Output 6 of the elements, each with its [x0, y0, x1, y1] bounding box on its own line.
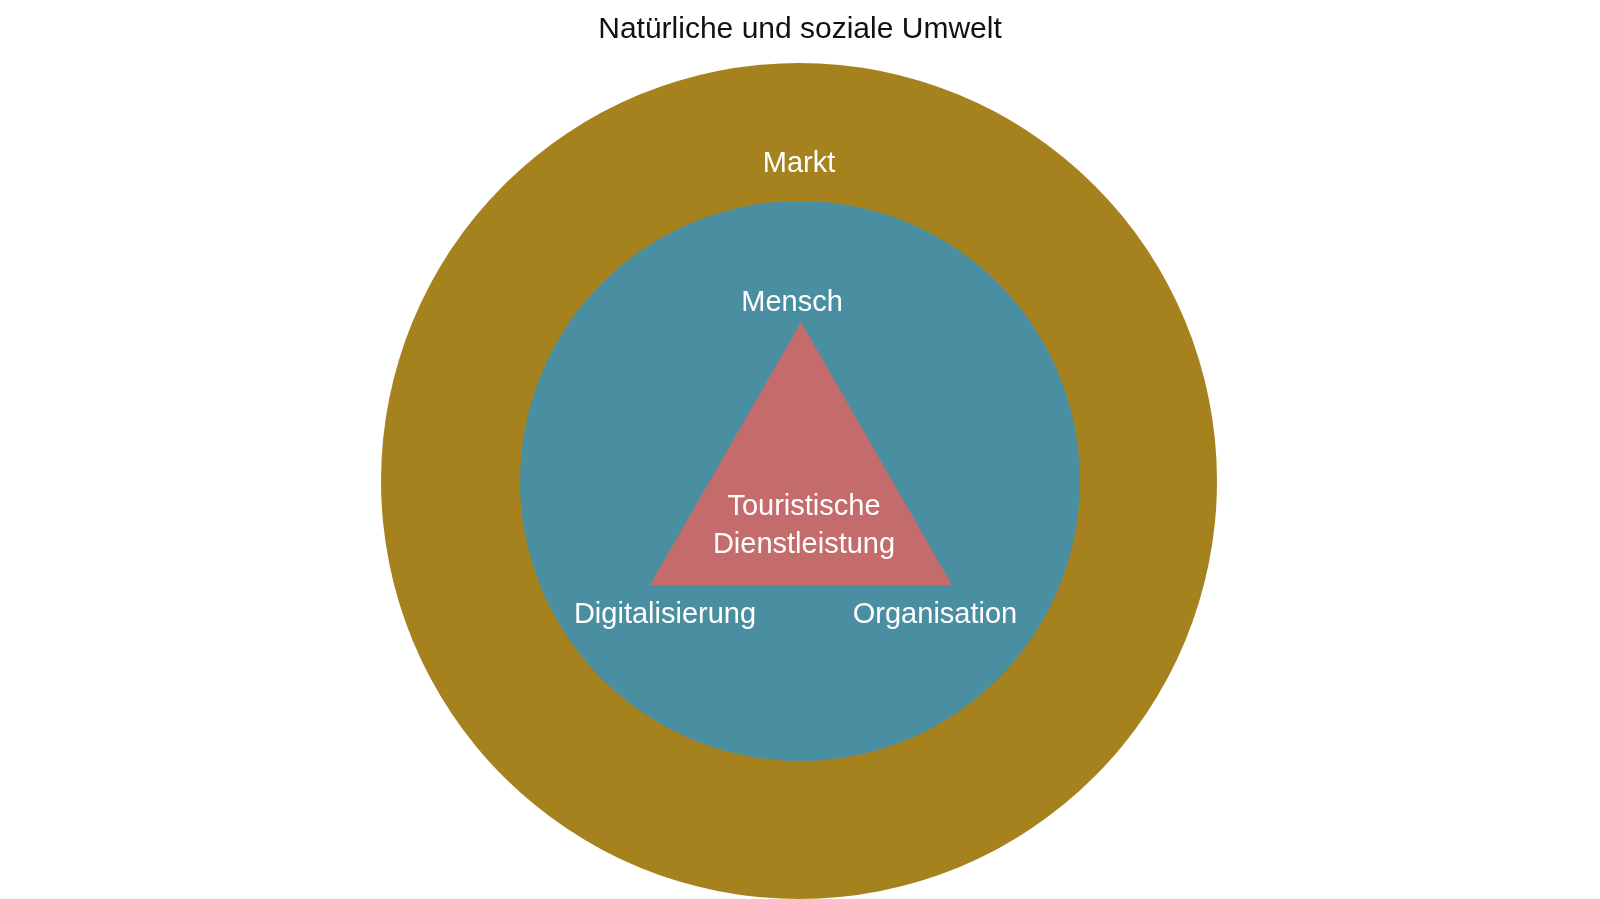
vertex-label: Mensch [741, 284, 843, 319]
vertex-label: Organisation [852, 596, 1018, 631]
diagram-title: Natürliche und soziale Umwelt [598, 11, 1002, 45]
vertex-label: Digitalisierung [573, 596, 757, 631]
triangle-label: Touristische Dienstleistung [711, 488, 897, 561]
circle-label: Markt [762, 145, 836, 180]
